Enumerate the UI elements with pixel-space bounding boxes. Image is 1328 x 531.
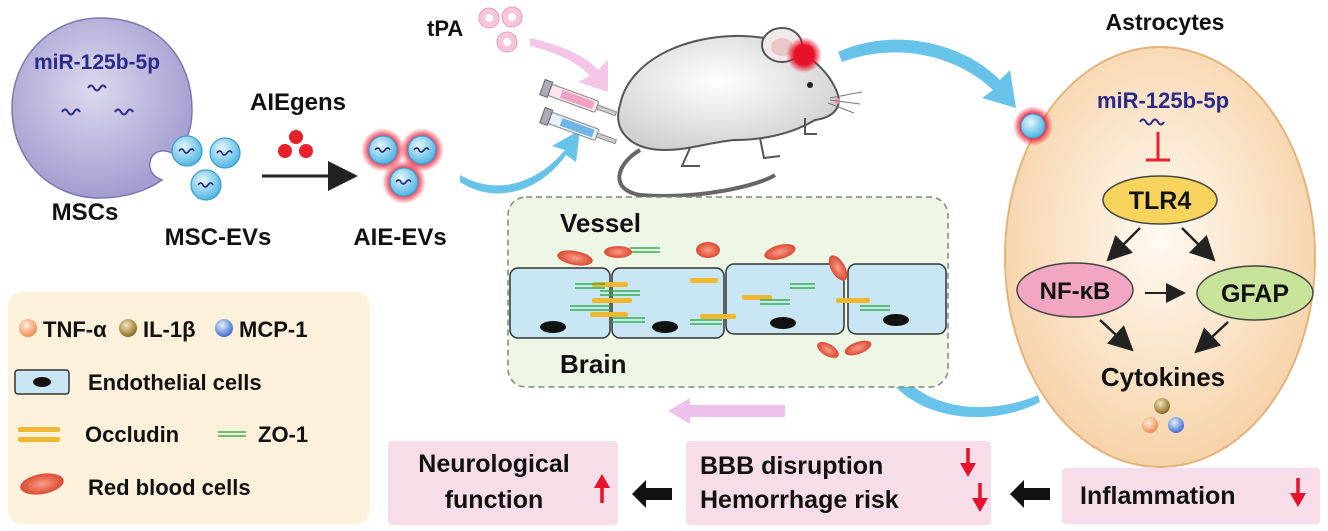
legend-occludin-swatch xyxy=(18,427,60,432)
down-arrow-icon xyxy=(972,483,988,512)
legend-occludin-swatch-2 xyxy=(18,437,60,442)
gfap-to-cytokines-arrow xyxy=(1194,321,1229,354)
inflammation-label: Inflammation xyxy=(1080,482,1236,510)
legend-zo1: ZO-1 xyxy=(258,422,308,447)
tpa-arrow xyxy=(530,38,608,92)
tlr4-node xyxy=(1102,175,1218,225)
nfkb-to-cytokines-arrow xyxy=(1099,319,1134,352)
mirna-strand-icon xyxy=(61,108,81,116)
msc-ev-group xyxy=(171,135,241,201)
mouse-to-astrocyte-arrow xyxy=(838,39,1016,108)
legend-rbc-swatch xyxy=(20,473,64,495)
legend-mcp1: MCP-1 xyxy=(239,317,307,342)
tlr4-label: TLR4 xyxy=(1129,187,1192,215)
down-arrow-icon xyxy=(1290,478,1306,507)
mouse-illustration xyxy=(617,27,863,198)
aiegen-dots xyxy=(278,130,313,158)
msc-evs-label: MSC-EVs xyxy=(165,224,272,251)
down-arrow-icon xyxy=(960,448,976,477)
mirna-strand-icon xyxy=(87,84,107,92)
left-arrow-black xyxy=(632,480,672,508)
vessel-label: Vessel xyxy=(560,208,641,238)
astrocyte-mirna-label: miR-125b-5p xyxy=(1097,88,1229,113)
syringe-icon xyxy=(539,78,618,145)
neuro-line2: function xyxy=(445,486,544,514)
aie-evs-label: AIE-EVs xyxy=(353,224,446,251)
mirna-strand-icon xyxy=(114,108,134,116)
brain-label: Brain xyxy=(560,349,626,379)
tpa-label: tPA xyxy=(427,16,463,41)
legend-il1b: IL-1β xyxy=(143,317,196,342)
mirna-strand-icon xyxy=(1139,118,1165,126)
legend-zo1-swatch xyxy=(218,431,246,437)
aie-ev-group xyxy=(361,128,444,204)
tpa-particles xyxy=(478,6,523,53)
tlr4-to-gfap-arrow xyxy=(1181,227,1216,262)
astrocyte-to-vessel-arrow xyxy=(878,352,1040,418)
red-blood-cells xyxy=(557,242,872,358)
gfap-label: GFAP xyxy=(1221,280,1289,308)
pink-left-arrow xyxy=(668,398,785,424)
hemorrhage-label: Hemorrhage risk xyxy=(700,486,899,514)
cytokines-label: Cytokines xyxy=(1101,362,1225,392)
neuro-box xyxy=(388,441,618,525)
legend-panel xyxy=(8,292,370,524)
legend-endothelial: Endothelial cells xyxy=(88,370,262,395)
left-arrow-black-2 xyxy=(1010,480,1050,508)
cytokine-particles xyxy=(1142,398,1184,433)
aiegens-label: AIEgens xyxy=(250,89,346,116)
legend-occludin: Occludin xyxy=(85,422,179,447)
tight-junctions xyxy=(570,247,890,325)
legend-tnf: TNF-α xyxy=(43,317,107,342)
nfkb-label: NF-κB xyxy=(1040,278,1111,305)
inflammation-box xyxy=(1062,468,1320,524)
astrocyte-ev xyxy=(1013,106,1053,146)
legend-nucleus-swatch xyxy=(33,377,51,387)
bbb-box xyxy=(686,441,991,525)
neuro-line1: Neurological xyxy=(418,450,569,478)
injection-arrow xyxy=(460,130,580,194)
gfap-node xyxy=(1196,265,1314,321)
msc-cell xyxy=(11,17,193,199)
endothelial-cell-row xyxy=(509,263,947,339)
up-arrow-icon xyxy=(594,474,610,503)
legend-rbc: Red blood cells xyxy=(88,475,251,500)
bbb-label: BBB disruption xyxy=(700,452,883,480)
legend-cytokines xyxy=(19,319,233,337)
astrocytes-label: Astrocytes xyxy=(1106,9,1225,35)
nfkb-node xyxy=(1016,262,1134,318)
msc-mirna-label: miR-125b-5p xyxy=(34,51,160,74)
mscs-label: MSCs xyxy=(52,199,119,226)
astrocyte-cell xyxy=(1004,46,1316,468)
tlr4-to-nfkb-arrow xyxy=(1106,227,1141,262)
